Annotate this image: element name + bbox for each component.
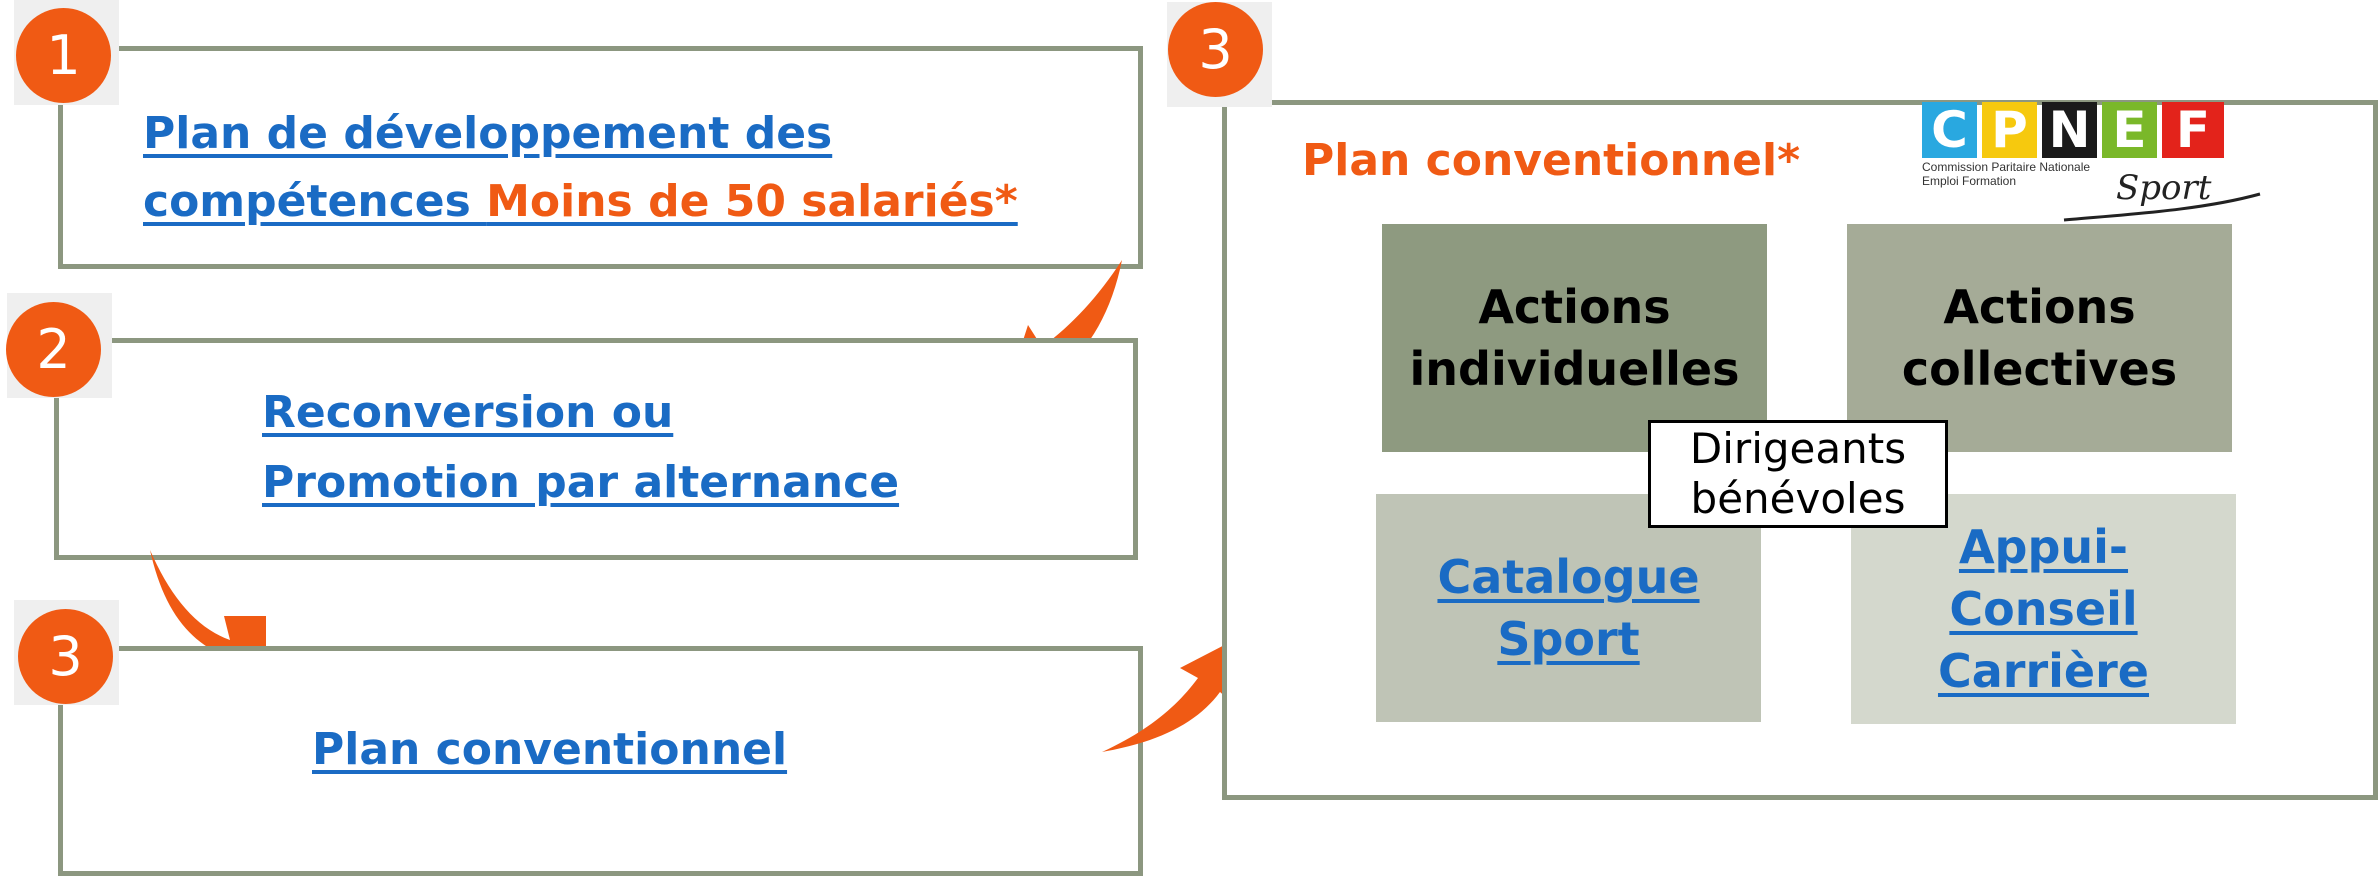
step3-badge: 3 (18, 609, 113, 704)
panel-title: Plan conventionnel* (1302, 135, 1801, 186)
box-line1: Appui- (1958, 520, 2129, 574)
cpnef-letters: C P N E F (1922, 102, 2262, 158)
cpnef-line1: Commission Paritaire Nationale (1922, 160, 2091, 174)
logo-letter: E (2102, 102, 2157, 158)
cpnef-swoosh (2063, 192, 2261, 222)
catalogue-sport-link[interactable]: Catalogue Sport (1376, 494, 1761, 722)
box-line2: individuelles (1409, 342, 1740, 396)
link-line1: Plan de développement des (143, 108, 833, 159)
link-line2: Promotion par alternance (262, 457, 900, 508)
step2-badge: 2 (6, 302, 101, 397)
dirigeants-benevoles-label: Dirigeants bénévoles (1648, 420, 1948, 528)
step3-frame (58, 646, 1143, 876)
center-line2: bénévoles (1690, 474, 1906, 523)
box-line2: Conseil (1949, 582, 2138, 636)
link-reconversion-alternance[interactable]: Reconversion ou Promotion par alternance (262, 378, 899, 518)
actions-collectives-box: Actions collectives (1847, 224, 2232, 452)
step1-badge: 1 (16, 8, 111, 103)
step2-frame (54, 338, 1138, 560)
box-line2: collectives (1901, 342, 2178, 396)
link-plan-conventionnel[interactable]: Plan conventionnel (312, 724, 788, 775)
actions-individuelles-box: Actions individuelles (1382, 224, 1767, 452)
cpnef-logo: C P N E F Commission Paritaire Nationale… (1922, 102, 2262, 222)
center-line1: Dirigeants (1689, 424, 1907, 473)
company-size-note: Moins de 50 salariés* (486, 176, 1018, 227)
logo-letter: F (2162, 102, 2224, 158)
arrow-step2-to-step3 (150, 550, 266, 676)
box-line1: Actions (1478, 280, 1671, 334)
box-line1: Actions (1943, 280, 2136, 334)
cpnef-sport-script: Sport (2116, 168, 2212, 208)
logo-letter: P (1982, 102, 2037, 158)
logo-letter: N (2042, 102, 2097, 158)
logo-letter: C (1922, 102, 1977, 158)
panel-badge: 3 (1168, 2, 1263, 97)
box-line1: Catalogue (1437, 550, 1700, 604)
box-line3: Carrière (1937, 644, 2150, 698)
link-line1: Reconversion ou (262, 387, 674, 438)
arrow-to-plan-conventionnel (1102, 638, 1238, 752)
step1-frame (58, 46, 1143, 269)
cpnef-line2: Emploi Formation (1922, 174, 2017, 188)
box-line2: Sport (1497, 612, 1640, 666)
appui-conseil-carriere-link[interactable]: Appui- Conseil Carrière (1851, 494, 2236, 724)
link-plan-developpement-competences[interactable]: Plan de développement des compétences Mo… (143, 100, 1018, 236)
link-line2: compétences (143, 176, 487, 227)
